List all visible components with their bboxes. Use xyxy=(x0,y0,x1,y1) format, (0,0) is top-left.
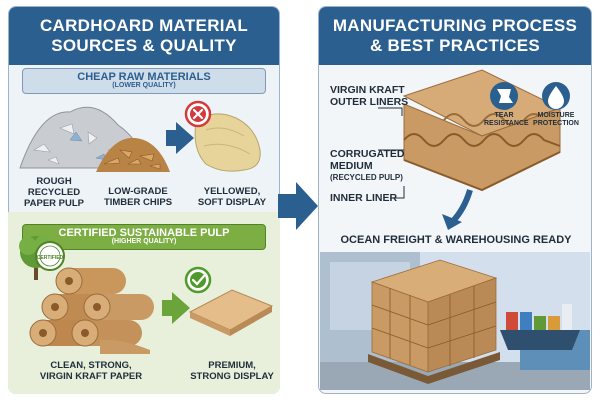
caption-chips-line2: TIMBER CHIPS xyxy=(103,197,173,208)
outer-liner-pointer xyxy=(378,107,403,116)
inner-liner-pointer xyxy=(390,186,405,199)
label-moisture-protection: MOISTURE PROTECTION xyxy=(532,112,580,128)
outer-liner-line1: VIRGIN KRAFT xyxy=(330,84,405,96)
yellowed-board-icon xyxy=(194,113,261,172)
caption-kraft-line1: CLEAN, STRONG, xyxy=(50,360,132,371)
certified-result-arrow xyxy=(162,292,190,324)
caption-premium-line2: STRONG DISPLAY xyxy=(190,371,274,382)
tear-label-line1: TEAR xyxy=(494,112,514,119)
pallet-boxes-icon xyxy=(368,259,500,384)
center-flow-arrow xyxy=(278,182,318,230)
stamp-text: CERTIFIED xyxy=(37,255,64,261)
cheap-materials-band: CHEAP RAW MATERIALS (LOWER QUALITY) xyxy=(22,68,266,94)
certified-stamp-icon: CERTIFIED xyxy=(35,241,65,271)
caption-yellowed-line2: SOFT DISPLAY xyxy=(197,197,267,208)
left-panel-header: CARDHOARD MATERIAL SOURCES & QUALITY xyxy=(9,7,279,65)
check-mark-icon xyxy=(184,266,212,294)
medium-line1: CORRUGATED xyxy=(330,148,405,160)
cheap-result-arrow xyxy=(166,122,194,154)
tear-label-line2: RESISTANCE xyxy=(484,120,529,127)
caption-kraft-line2: VIRGIN KRAFT PAPER xyxy=(39,371,143,382)
caption-premium-display: PREMIUM, STRONG DISPLAY xyxy=(190,360,274,382)
kraft-paper-rolls-icon xyxy=(29,267,154,354)
right-panel-header: MANUFACTURING PROCESS & BEST PRACTICES xyxy=(319,7,591,65)
right-title-line2: & BEST PRACTICES xyxy=(369,36,541,55)
caption-recycled-pulp: ROUGH RECYCLED PAPER PULP xyxy=(18,176,90,209)
caption-pulp-line2: RECYCLED xyxy=(27,187,81,198)
caption-yellowed-display: YELLOWED, SOFT DISPLAY xyxy=(190,186,274,208)
caption-kraft-paper: CLEAN, STRONG, VIRGIN KRAFT PAPER xyxy=(26,360,156,382)
caption-pulp-line3: PAPER PULP xyxy=(23,198,84,209)
certified-subtitle: (HIGHER QUALITY) xyxy=(111,238,177,245)
corrugated-board-icon xyxy=(402,69,562,192)
caption-pulp-line1: ROUGH xyxy=(36,176,72,187)
x-mark-icon xyxy=(184,100,212,128)
cheap-subtitle: (LOWER QUALITY) xyxy=(112,82,176,89)
label-inner-liner: INNER LINER xyxy=(330,192,398,204)
certified-title: CERTIFIED SUSTAINABLE PULP xyxy=(58,227,230,239)
caption-timber-chips: LOW-GRADE TIMBER CHIPS xyxy=(96,186,180,208)
process-down-arrow xyxy=(449,189,473,225)
left-title-line2: SOURCES & QUALITY xyxy=(51,36,237,55)
certified-pulp-band: CERTIFIED SUSTAINABLE PULP (HIGHER QUALI… xyxy=(22,224,266,250)
caption-yellowed-line1: YELLOWED, xyxy=(203,186,261,197)
moisture-drop-icon xyxy=(542,82,570,110)
timber-chips-icon xyxy=(96,137,170,172)
medium-sub: (RECYCLED PULP) xyxy=(330,173,403,182)
label-corrugated-medium: CORRUGATED MEDIUM (RECYCLED PULP) xyxy=(330,148,404,184)
caption-premium-line1: PREMIUM, xyxy=(208,360,256,371)
medium-line2: MEDIUM xyxy=(330,160,373,172)
outer-liner-line2: OUTER LINERS xyxy=(330,96,409,108)
label-tear-resistance: TEAR RESISTANCE xyxy=(484,112,529,128)
moisture-label-line1: MOISTURE xyxy=(537,112,575,119)
left-title-line1: CARDHOARD MATERIAL xyxy=(39,16,249,35)
tear-resistance-icon xyxy=(490,82,518,110)
cheap-title: CHEAP RAW MATERIALS xyxy=(77,71,211,83)
ocean-freight-title: OCEAN FREIGHT & WAREHOUSING READY xyxy=(340,234,572,246)
premium-board-icon xyxy=(188,289,274,336)
moisture-label-line2: PROTECTION xyxy=(533,120,579,127)
right-title-line1: MANUFACTURING PROCESS xyxy=(332,16,578,35)
caption-chips-line1: LOW-GRADE xyxy=(108,186,168,197)
label-outer-liners: VIRGIN KRAFT OUTER LINERS xyxy=(330,84,408,108)
